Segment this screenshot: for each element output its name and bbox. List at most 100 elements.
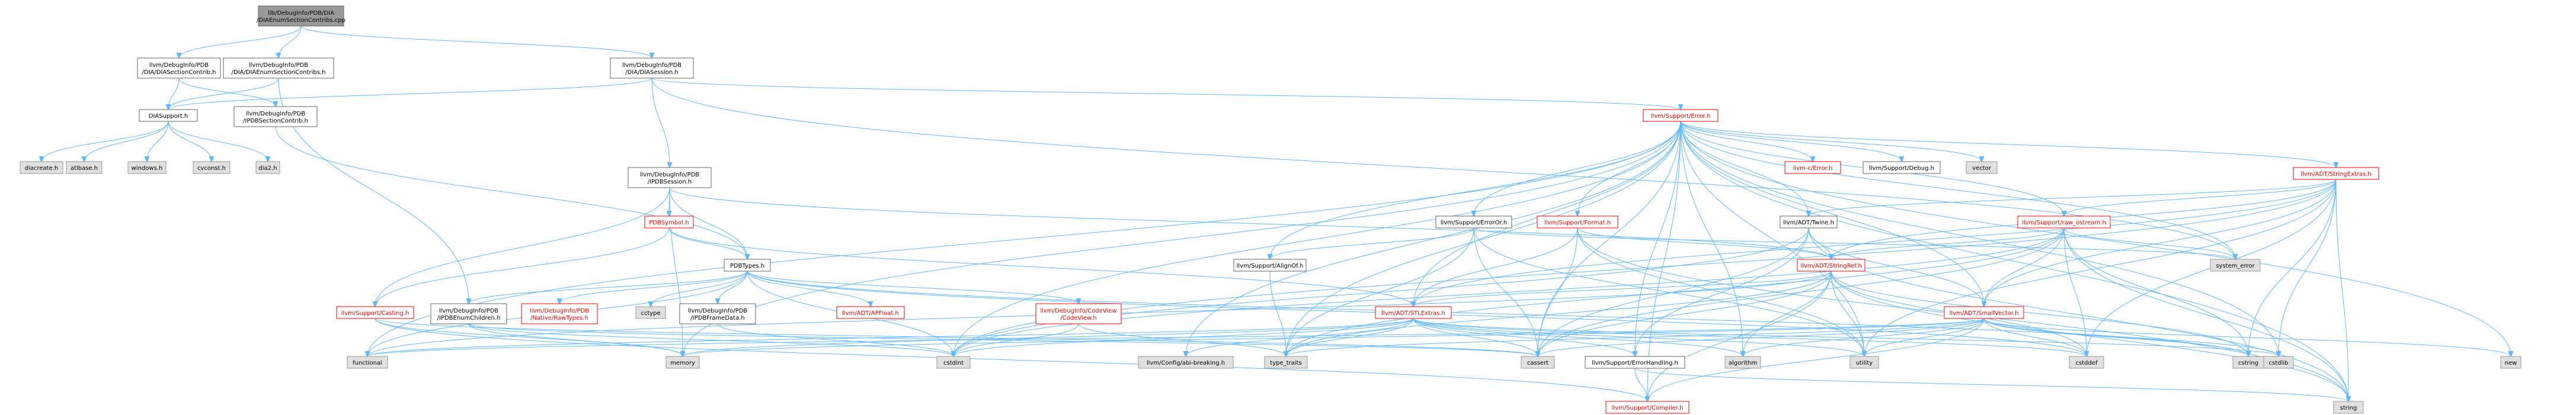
node-label: llvm/DebugInfo/CodeView — [1040, 308, 1116, 314]
node-utility: utility — [1849, 356, 1879, 369]
node-label: llvm/DebugInfo/PDB — [640, 172, 699, 178]
node-ipdbsectioncontrib[interactable]: llvm/DebugInfo/PDB/IPDBSectionContrib.h — [233, 106, 318, 127]
edge-smallvector-to-compiler — [1647, 318, 1985, 401]
node-box — [2500, 356, 2521, 369]
edge-root-to-diasession — [300, 25, 652, 58]
node-casting[interactable]: llvm/Support/Casting.h — [336, 306, 414, 319]
node-label: llvm/ADT/StringRef.h — [1800, 263, 1861, 269]
node-label: vector — [1972, 165, 1992, 172]
node-memory: memory — [665, 356, 700, 369]
node-cvconst: cvconst.h — [193, 161, 231, 174]
edge-support_error-to-format — [1577, 121, 1681, 216]
node-label: windows.h — [132, 165, 163, 172]
edge-smallvector-to-memory — [683, 318, 1985, 356]
node-cerror[interactable]: llvm-c/Error.h — [1784, 161, 1841, 174]
edge-diasupport-to-diacreate — [41, 121, 169, 162]
node-label: cctype — [641, 310, 660, 317]
node-label: llvm/Support/Error.h — [1651, 113, 1710, 120]
edge-diasectioncontrib-to-ipdbsectioncontrib — [178, 78, 276, 107]
node-diasectioncontrib[interactable]: llvm/DebugInfo/PDB/DIA/DIASectionContrib… — [137, 57, 221, 79]
node-label: /DIA/DIASectionContrib.h — [142, 69, 216, 76]
node-stringref[interactable]: llvm/ADT/StringRef.h — [1797, 259, 1865, 272]
edge-support_error-to-debug — [1680, 121, 1902, 162]
edge-diasupport-to-dia2 — [168, 121, 268, 162]
node-box — [1375, 306, 1452, 319]
node-erroror[interactable]: llvm/Support/ErrorOr.h — [1435, 215, 1512, 229]
edge-pdbtypes-to-codeview — [747, 271, 1079, 304]
node-windows: windows.h — [127, 161, 167, 174]
node-label: llvm/ADT/Twine.h — [1783, 220, 1834, 226]
node-apfloat[interactable]: llvm/ADT/APFloat.h — [836, 306, 905, 319]
node-box — [347, 356, 388, 369]
node-stlextras[interactable]: llvm/ADT/STLExtras.h — [1375, 306, 1452, 319]
node-diasession[interactable]: llvm/DebugInfo/PDB/DIA/DIASession.h — [610, 57, 694, 79]
edge-smallvector-to-new — [1983, 318, 2511, 356]
edge-stringref-to-cstring — [1831, 271, 2248, 356]
node-twine[interactable]: llvm/ADT/Twine.h — [1780, 215, 1838, 229]
node-box — [521, 303, 598, 324]
node-label: algorithm — [1729, 360, 1757, 366]
node-label: llvm/ADT/SmallVector.h — [1950, 310, 2019, 317]
node-box — [193, 161, 231, 174]
node-debug[interactable]: llvm/Support/Debug.h — [1863, 161, 1941, 174]
node-label: PDBSymbol.h — [649, 220, 689, 226]
node-label: cstddef — [2076, 360, 2098, 366]
node-stringextras[interactable]: llvm/ADT/StringExtras.h — [2293, 167, 2379, 180]
edge-erroror-to-alignof — [1270, 227, 1474, 259]
node-ipdbframedata[interactable]: llvm/DebugInfo/PDB/IPDBFrameData.h — [679, 303, 756, 324]
edge-stringextras-to-raw_ostream — [2064, 179, 2337, 216]
node-label: /DIA/DIAEnumSectionContribs.h — [232, 69, 326, 76]
node-codeview[interactable]: llvm/DebugInfo/CodeView/CodeView.h — [1035, 303, 1122, 324]
node-cctype: cctype — [635, 306, 666, 319]
node-root[interactable]: lib/DebugInfo/PDB/DIA/DIAEnumSectionCont… — [257, 5, 345, 27]
node-box — [336, 306, 414, 319]
node-label: /IPDBFrameData.h — [690, 315, 744, 321]
node-box — [2210, 259, 2261, 272]
edge-format-to-utility — [1577, 227, 1864, 356]
node-errorhandling[interactable]: llvm/Support/ErrorHandling.h — [1585, 356, 1685, 369]
node-box — [1966, 161, 1998, 174]
node-diaenumsectioncontribs[interactable]: llvm/DebugInfo/PDB/DIA/DIAEnumSectionCon… — [223, 57, 334, 79]
node-box — [1435, 215, 1512, 229]
edge-root-to-diasectioncontrib — [179, 25, 302, 58]
edge-support_error-to-algorithm — [1680, 121, 1743, 356]
node-label: llvm/DebugInfo/PDB — [622, 62, 681, 69]
edge-pdbsymbol-to-casting — [375, 227, 670, 307]
edge-format-to-stringref — [1577, 227, 1831, 259]
node-format[interactable]: llvm/Support/Format.h — [1537, 215, 1618, 229]
node-label: system_error — [2216, 263, 2255, 269]
node-label: /DIAEnumSectionContribs.cpp — [257, 17, 345, 24]
node-smallvector[interactable]: llvm/ADT/SmallVector.h — [1944, 306, 2024, 319]
node-box — [644, 215, 694, 229]
node-box — [724, 259, 771, 272]
edge-casting-to-compiler — [375, 318, 1647, 401]
node-label: llvm/DebugInfo/PDB — [246, 111, 305, 117]
edge-support_error-to-memory — [683, 121, 1681, 356]
node-raw_ostream[interactable]: llvm/Support/raw_ostream.h — [2017, 215, 2111, 229]
node-pdbtypes[interactable]: PDBTypes.h — [724, 259, 771, 272]
edge-raw_ostream-to-type_traits — [1286, 227, 2065, 356]
node-alignof[interactable]: llvm/Support/AlignOf.h — [1233, 259, 1307, 272]
node-label: llvm/DebugInfo/PDB — [530, 308, 589, 314]
edge-stlextras-to-abibreaking — [1186, 318, 1414, 356]
node-box — [836, 306, 905, 319]
node-ipdbsession[interactable]: llvm/DebugInfo/PDB/IPDBSession.h — [628, 167, 712, 188]
edge-support_error-to-compiler — [1647, 121, 1681, 401]
edge-stlextras-to-errorhandling — [1413, 318, 1635, 356]
edge-support_error-to-type_traits — [1286, 121, 1681, 356]
node-pdbsymbol[interactable]: PDBSymbol.h — [644, 215, 694, 229]
node-string: string — [2333, 401, 2364, 414]
node-label: llvm/DebugInfo/PDB — [249, 62, 308, 69]
node-cstdint: cstdint — [936, 356, 971, 369]
edge-diasupport-to-windows — [147, 121, 169, 162]
node-diasupport[interactable]: DIASupport.h — [139, 109, 198, 122]
edge-ipdbsession-to-stringref — [669, 187, 1831, 259]
edge-pdbtypes-to-cctype — [651, 271, 748, 307]
node-compiler[interactable]: llvm/Support/Compiler.h — [1605, 401, 1689, 414]
edge-diasupport-to-atlbase — [84, 121, 169, 162]
node-ipdbenumchildren[interactable]: llvm/DebugInfo/PDB/IPDBEnumChildren.h — [430, 303, 507, 324]
node-support_error[interactable]: llvm/Support/Error.h — [1643, 109, 1719, 122]
node-nativerawtypes[interactable]: llvm/DebugInfo/PDB/Native/RawTypes.h — [521, 303, 598, 324]
node-box — [1585, 356, 1685, 369]
node-box — [628, 167, 712, 188]
